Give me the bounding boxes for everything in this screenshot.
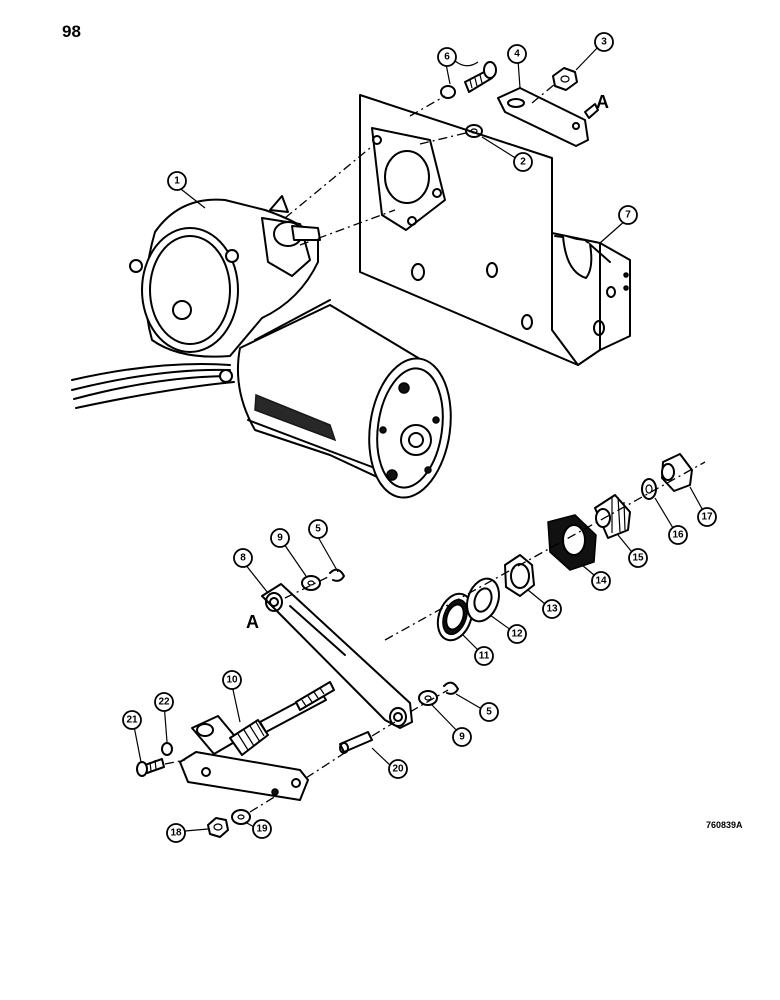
svg-text:6: 6 [444,52,450,63]
reference-letter-a-lower: A [246,612,259,632]
callout-19: 19 [252,819,272,839]
callout-16: 16 [668,525,688,545]
reference-letter-a-upper: A [596,92,609,112]
svg-text:9: 9 [459,732,465,743]
svg-text:2: 2 [520,157,526,168]
callout-3: 3 [594,32,614,52]
callout-6: 6 [437,47,457,67]
svg-text:4: 4 [514,49,520,60]
svg-text:12: 12 [511,629,523,640]
callout-14: 14 [591,571,611,591]
callout-1: 1 [167,171,187,191]
shaft-hardware [384,453,706,642]
callout-12: 12 [507,624,527,644]
page-number: 98 [62,22,81,41]
callout-13: 13 [542,599,562,619]
callout-9-upper: 9 [270,528,290,548]
svg-text:16: 16 [672,530,684,541]
callout-21: 21 [122,710,142,730]
callout-8: 8 [233,548,253,568]
wiper-link-arm [261,568,459,729]
svg-text:14: 14 [595,576,607,587]
svg-text:17: 17 [701,512,713,523]
illustration-reference-code: 760839A [706,820,743,830]
svg-text:22: 22 [158,697,170,708]
callout-11: 11 [474,646,494,666]
svg-text:11: 11 [479,651,490,662]
svg-text:13: 13 [546,604,558,615]
callout-5-upper: 5 [308,519,328,539]
callout-5-lower: 5 [479,702,499,722]
svg-text:3: 3 [601,37,607,48]
callout-7: 7 [618,205,638,225]
callout-10: 10 [222,670,242,690]
callout-2: 2 [513,152,533,172]
svg-text:10: 10 [226,675,238,686]
svg-text:18: 18 [170,828,182,839]
svg-text:5: 5 [486,707,492,718]
crank-arm-assembly [136,681,396,838]
svg-text:8: 8 [240,553,246,564]
callout-22: 22 [154,692,174,712]
mounting-bracket [359,94,631,366]
svg-text:7: 7 [625,210,631,221]
callout-20: 20 [388,759,408,779]
callout-9-lower: 9 [452,727,472,747]
svg-text:20: 20 [392,764,404,775]
svg-text:15: 15 [632,553,644,564]
callout-17: 17 [697,507,717,527]
wiper-motor-assembly [71,147,452,499]
callout-18: 18 [166,823,186,843]
svg-text:9: 9 [277,533,283,544]
svg-text:5: 5 [315,524,321,535]
svg-text:19: 19 [256,824,268,835]
svg-text:1: 1 [174,176,180,187]
svg-text:21: 21 [126,715,138,726]
callout-15: 15 [628,548,648,568]
callout-4: 4 [507,44,527,64]
